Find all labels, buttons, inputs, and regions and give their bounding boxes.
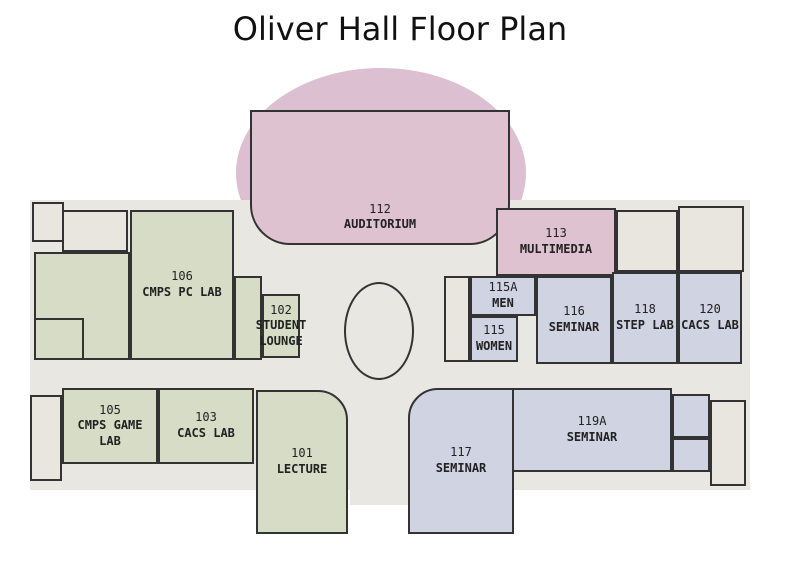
room-name: WOMEN	[475, 339, 513, 353]
room-118[interactable]: 118 STEP LAB	[612, 272, 678, 364]
room-117[interactable]: 117 SEMINAR	[408, 388, 514, 534]
room-name: CMPS GAME LAB	[77, 418, 143, 448]
room-111a	[62, 210, 128, 252]
room-120[interactable]: 120 CACS LAB	[678, 272, 742, 364]
room-number: 115	[483, 323, 505, 338]
room-name: CACS LAB	[177, 426, 235, 440]
stairs-east	[710, 400, 746, 486]
entrance	[350, 480, 410, 505]
room-119b[interactable]	[672, 438, 710, 472]
room-number: 105	[99, 402, 121, 417]
room-number: 106	[171, 269, 193, 284]
room-113[interactable]: 113 MULTIMEDIA	[496, 208, 616, 276]
room-number: 103	[195, 410, 217, 425]
room-name: SEMINAR	[566, 430, 618, 444]
room-name: SEMINAR	[548, 320, 600, 334]
room-111	[32, 202, 64, 242]
room-112[interactable]: 112 AUDITORIUM	[250, 110, 510, 245]
room-101[interactable]: 101 LECTURE	[256, 390, 348, 534]
room-115[interactable]: 115 WOMEN	[470, 316, 518, 362]
room-name: AUDITORIUM	[343, 217, 417, 232]
room-number: 101	[291, 446, 313, 461]
room-name: STEP LAB	[616, 318, 674, 332]
room-name: STUDENT LOUNGE	[255, 318, 307, 348]
room-115a[interactable]: 115A MEN	[470, 276, 536, 316]
stairs-west	[30, 395, 62, 481]
room-number: 102	[270, 302, 292, 317]
room-number: 118	[634, 302, 656, 317]
room-121a	[616, 210, 678, 272]
room-name: SEMINAR	[435, 461, 487, 475]
room-102[interactable]: 102 STUDENT LOUNGE	[256, 294, 306, 358]
room-106[interactable]: 106 CMPS PC LAB	[130, 210, 234, 360]
room-number: 119A	[577, 414, 607, 429]
room-number: 113	[545, 226, 567, 241]
room-number: 117	[450, 445, 472, 460]
room-119a[interactable]: 119A SEMINAR	[512, 388, 672, 472]
room-105[interactable]: 105 CMPS GAME LAB	[62, 388, 158, 464]
room-name: MEN	[492, 296, 514, 310]
room-name: LECTURE	[276, 462, 328, 476]
room-number: 112	[369, 201, 391, 216]
room-name: MULTIMEDIA	[519, 242, 593, 256]
room-110[interactable]	[34, 318, 84, 360]
room-number: 115A	[488, 280, 518, 295]
room-name: CMPS PC LAB	[142, 285, 222, 299]
room-103[interactable]: 103 CACS LAB	[158, 388, 254, 464]
room-116[interactable]: 116 SEMINAR	[536, 276, 612, 364]
room-number: 120	[699, 302, 721, 317]
page-title: Oliver Hall Floor Plan	[232, 10, 568, 48]
room-104[interactable]	[234, 276, 262, 360]
atrium-oval	[344, 282, 414, 380]
service-rooms	[444, 276, 470, 362]
room-number: 116	[563, 304, 585, 319]
room-119[interactable]	[672, 394, 710, 438]
room-name: CACS LAB	[681, 318, 739, 332]
room-121	[678, 206, 744, 272]
